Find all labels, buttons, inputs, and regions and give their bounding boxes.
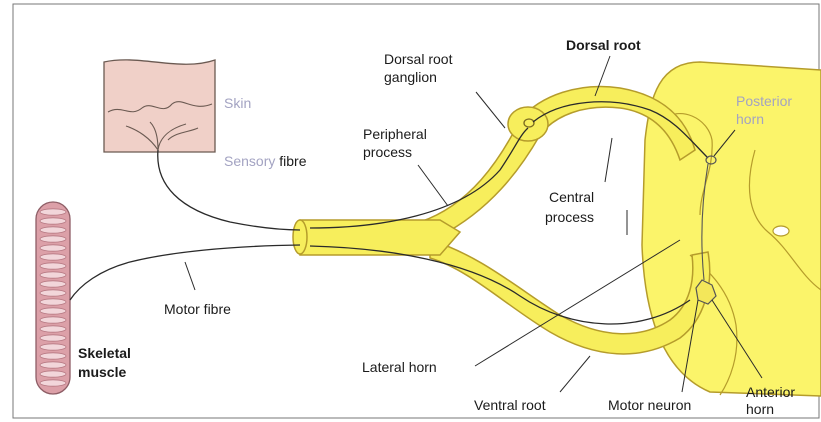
- muscle-striation: [40, 227, 66, 233]
- label-motor-neuron: Motor neuron: [608, 398, 691, 413]
- label-sensory-fibre: Sensory fibre: [224, 154, 306, 169]
- label-peripheral-process-line1: Peripheral: [363, 127, 427, 142]
- muscle-striation: [40, 218, 66, 224]
- muscle-striation: [40, 263, 66, 269]
- central-canal: [773, 226, 789, 236]
- muscle-striation: [40, 362, 66, 368]
- spinal-nerve-cut-end: [293, 220, 307, 254]
- label-posterior-horn-line2: horn: [736, 112, 764, 127]
- muscle-striation: [40, 335, 66, 341]
- spinal-nerve: [300, 220, 460, 255]
- label-sensory-word: Sensory: [224, 153, 275, 169]
- leader-peripheral-process: [418, 165, 448, 206]
- label-skeletal-muscle-line1: Skeletal: [78, 346, 131, 361]
- muscle-striation: [40, 254, 66, 260]
- label-skeletal-muscle-line2: muscle: [78, 365, 126, 380]
- muscle-striation: [40, 209, 66, 215]
- label-central-process-line2: process: [545, 210, 594, 225]
- leader-dorsal-root-ganglion: [476, 92, 505, 128]
- muscle-striation: [40, 236, 66, 242]
- leader-motor-fibre: [185, 262, 195, 290]
- muscle-striation: [40, 380, 66, 386]
- muscle-striation: [40, 299, 66, 305]
- label-dorsal-root: Dorsal root: [566, 38, 641, 53]
- label-central-process-line1: Central: [549, 190, 594, 205]
- label-dorsal-root-ganglion-line1: Dorsal root: [384, 52, 452, 67]
- muscle-striation: [40, 245, 66, 251]
- muscle-striation: [40, 290, 66, 296]
- label-dorsal-root-ganglion-line2: ganglion: [384, 70, 437, 85]
- muscle-striation: [40, 272, 66, 278]
- muscle-striation: [40, 281, 66, 287]
- label-motor-fibre: Motor fibre: [164, 302, 231, 317]
- muscle-striation: [40, 317, 66, 323]
- label-posterior-horn-line1: Posterior: [736, 94, 792, 109]
- leader-central-process: [605, 138, 612, 182]
- dorsal-root-ganglion: [508, 107, 548, 141]
- motor-fibre: [70, 245, 300, 300]
- muscle-striation: [40, 344, 66, 350]
- muscle-striation: [40, 308, 66, 314]
- leader-ventral-root: [560, 356, 590, 392]
- muscle-striation: [40, 353, 66, 359]
- muscle-striation: [40, 371, 66, 377]
- label-fibre-word: fibre: [279, 153, 306, 169]
- label-anterior-horn-line1: Anterior: [746, 385, 795, 400]
- label-anterior-horn-line2: horn: [746, 402, 774, 417]
- label-lateral-horn: Lateral horn: [362, 360, 437, 375]
- label-ventral-root: Ventral root: [474, 398, 546, 413]
- muscle-striation: [40, 326, 66, 332]
- label-peripheral-process-line2: process: [363, 145, 412, 160]
- label-skin: Skin: [224, 96, 251, 111]
